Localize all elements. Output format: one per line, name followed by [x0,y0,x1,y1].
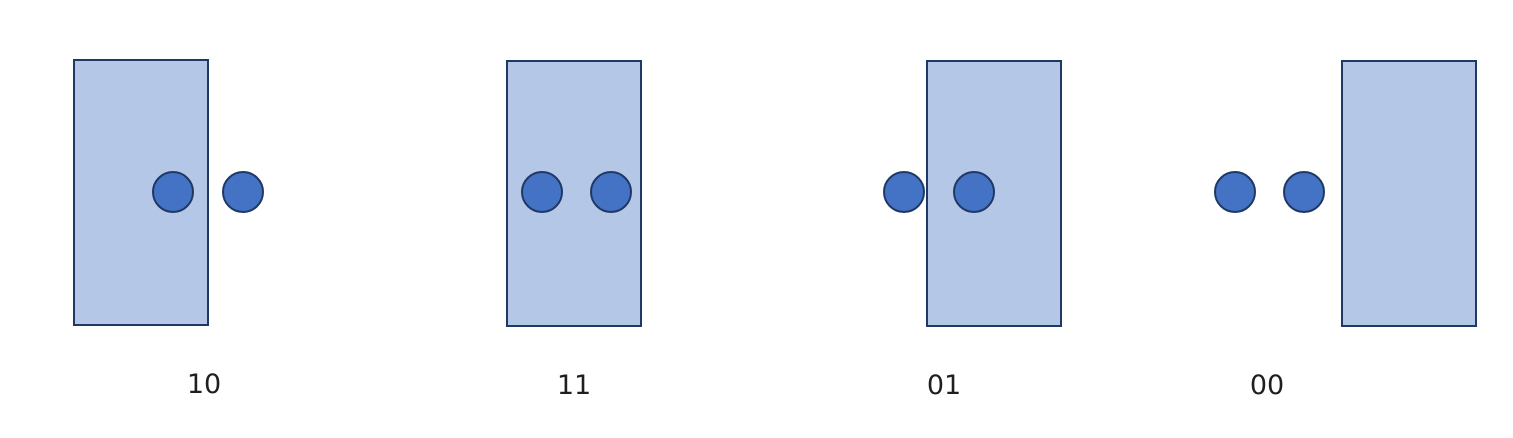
dot-inside [590,171,632,213]
state-10-group: 10 [73,59,264,400]
state-00-group: 00 [1214,60,1477,401]
dot-inside [521,171,563,213]
state-label: 11 [557,370,591,401]
state-label: 00 [1250,370,1284,401]
dot-outside [222,171,264,213]
dot-outside [883,171,925,213]
state-01-group: 01 [883,60,1062,401]
state-11-group: 11 [506,60,642,401]
state-label: 10 [187,369,221,400]
sensor-box [1341,60,1477,327]
dot-outside [1283,171,1325,213]
dot-inside [953,171,995,213]
dot-outside [1214,171,1256,213]
state-label: 01 [927,370,961,401]
dot-inside [152,171,194,213]
